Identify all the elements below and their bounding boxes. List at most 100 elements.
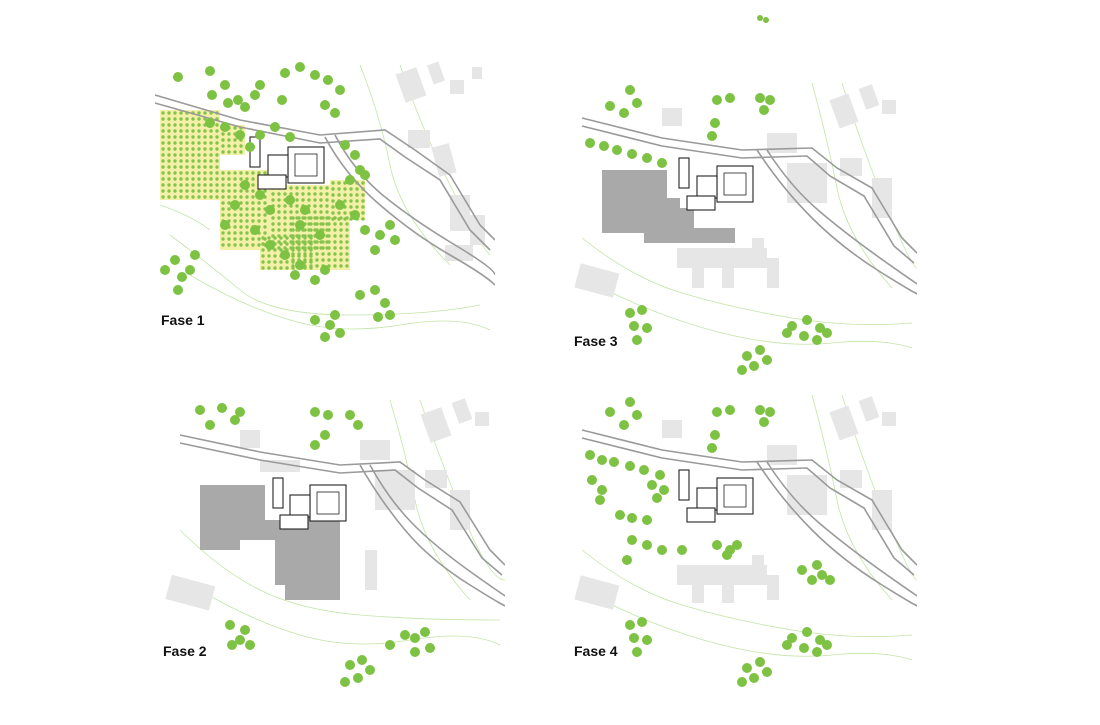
tree-icon — [345, 410, 355, 420]
tree-icon — [619, 420, 629, 430]
tree-icon — [373, 312, 383, 322]
tree-icon — [323, 410, 333, 420]
tree-icon — [335, 328, 345, 338]
tree-icon — [655, 470, 665, 480]
tree-icon — [599, 141, 609, 151]
tree-icon — [370, 245, 380, 255]
tree-icon — [632, 335, 642, 345]
tree-icon — [320, 100, 330, 110]
tree-icon — [797, 565, 807, 575]
tree-clusters — [585, 397, 835, 687]
tree-icon — [605, 407, 615, 417]
tree-icon — [225, 620, 235, 630]
tree-icon — [223, 98, 233, 108]
tree-icon — [619, 108, 629, 118]
tree-icon — [207, 90, 217, 100]
site-plan-fase-3 — [574, 82, 917, 375]
tree-icon — [812, 335, 822, 345]
tree-icon — [357, 655, 367, 665]
tree-icon — [255, 190, 265, 200]
tree-icon — [632, 647, 642, 657]
existing-buildings — [574, 396, 896, 610]
contour-lines — [581, 394, 917, 661]
tree-icon — [385, 310, 395, 320]
tree-icon — [240, 625, 250, 635]
tree-icon — [220, 80, 230, 90]
tree-icon — [360, 170, 370, 180]
phase-label-fase-2: Fase 2 — [163, 643, 207, 659]
tree-icon — [677, 545, 687, 555]
tree-icon — [245, 142, 255, 152]
tree-icon — [597, 485, 607, 495]
tree-icon — [642, 323, 652, 333]
tree-icon — [759, 105, 769, 115]
tree-icon — [310, 275, 320, 285]
tree-icon — [712, 407, 722, 417]
tree-icon — [160, 265, 170, 275]
tree-icon — [320, 332, 330, 342]
tree-icon — [335, 200, 345, 210]
tree-icon — [657, 158, 667, 168]
tree-icon — [625, 461, 635, 471]
tree-icon — [762, 355, 772, 365]
tree-icon — [250, 90, 260, 100]
tree-icon — [353, 673, 363, 683]
tree-icon — [625, 397, 635, 407]
tree-icon — [320, 265, 330, 275]
tree-icon — [710, 118, 720, 128]
tree-icon — [220, 122, 230, 132]
tree-icon — [345, 660, 355, 670]
tree-icon — [350, 210, 360, 220]
tree-icon — [350, 150, 360, 160]
tree-icon — [782, 640, 792, 650]
tree-icon — [235, 130, 245, 140]
tree-icon — [742, 663, 752, 673]
tree-icon — [625, 308, 635, 318]
tree-icon — [707, 131, 717, 141]
tree-icon — [290, 270, 300, 280]
tree-icon — [755, 405, 765, 415]
tree-icon — [612, 145, 622, 155]
tree-icon — [595, 495, 605, 505]
tree-icon — [642, 540, 652, 550]
tree-icon — [759, 417, 769, 427]
road-network — [581, 429, 917, 607]
tree-icon — [812, 560, 822, 570]
tree-icon — [365, 665, 375, 675]
tree-icon — [817, 570, 827, 580]
tree-icon — [802, 627, 812, 637]
tree-icon — [737, 677, 747, 687]
tree-icon — [637, 617, 647, 627]
tree-icon — [420, 627, 430, 637]
tree-icon — [410, 647, 420, 657]
road-network — [154, 94, 495, 286]
tree-icon — [177, 272, 187, 282]
tree-clusters — [195, 403, 435, 687]
tree-icon — [585, 450, 595, 460]
phase-label-fase-4: Fase 4 — [574, 643, 618, 659]
tree-icon — [227, 640, 237, 650]
site-plan-fase-4 — [574, 394, 917, 687]
road-network — [581, 117, 917, 295]
tree-icon — [642, 515, 652, 525]
tree-icon — [807, 575, 817, 585]
phase-label-fase-3: Fase 3 — [574, 333, 618, 349]
tree-icon — [385, 220, 395, 230]
tree-icon — [277, 95, 287, 105]
tree-icon — [627, 535, 637, 545]
tree-icon — [629, 321, 639, 331]
new-expansion — [602, 170, 735, 243]
tree-icon — [250, 225, 260, 235]
tree-icon — [330, 108, 340, 118]
tree-icon — [355, 290, 365, 300]
tree-icon — [233, 95, 243, 105]
tree-icon — [190, 250, 200, 260]
tree-icon — [710, 430, 720, 440]
tree-icon — [787, 633, 797, 643]
main-building — [249, 136, 325, 190]
tree-icon — [185, 265, 195, 275]
tree-icon — [722, 550, 732, 560]
tree-icon — [195, 405, 205, 415]
tree-icon — [265, 240, 275, 250]
tree-icon — [642, 635, 652, 645]
